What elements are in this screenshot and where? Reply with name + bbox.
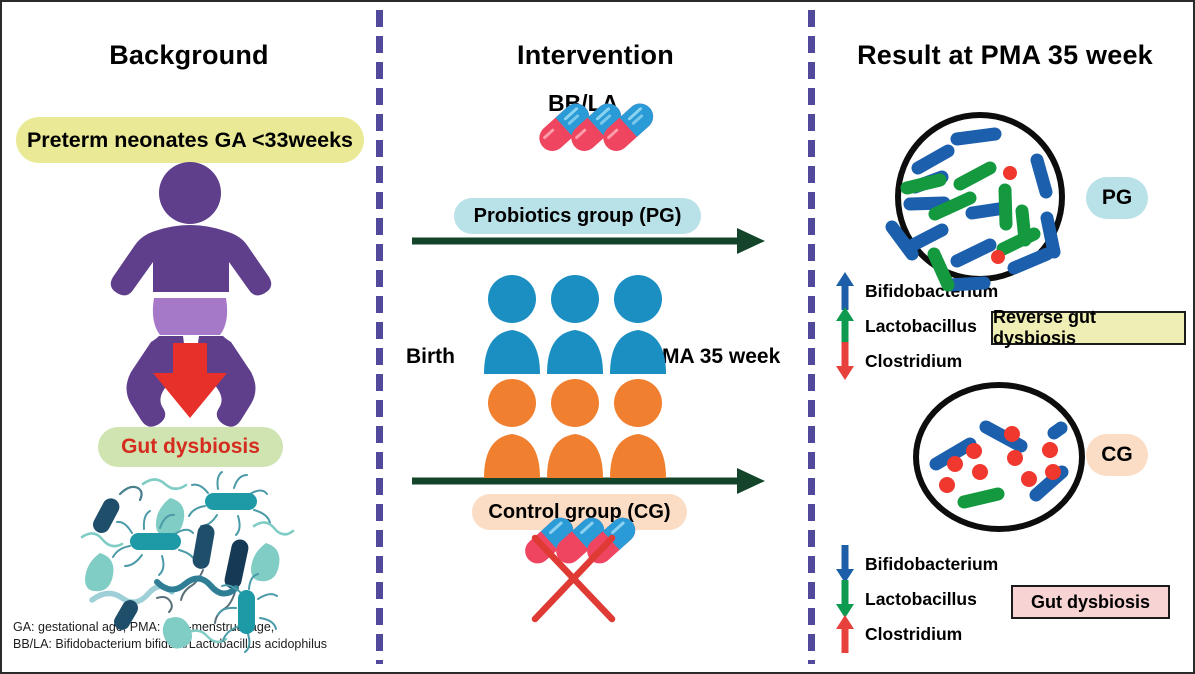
probiotics-group-pill: Probiotics group (PG) [454, 198, 701, 234]
legend-label: Bifidobacterium [865, 280, 999, 301]
pg-badge: PG [1086, 177, 1148, 219]
arrow-up-icon [835, 270, 855, 312]
legend-label: Lactobacillus [865, 588, 977, 609]
figure-footnote: GA: gestational age, PMA: post-menstrual… [13, 620, 328, 651]
arrow-up-icon [835, 613, 855, 655]
infant-icon [110, 162, 272, 427]
supplement-label: BB/LA [548, 90, 619, 116]
red-down-arrow-icon [153, 343, 227, 418]
population-pill: Preterm neonates GA <33weeks [16, 117, 364, 163]
panel-title-background: Background [109, 40, 269, 70]
people-group-icon-pg [484, 275, 666, 374]
people-group-icon-cg [484, 379, 666, 478]
control-group-pill: Control group (CG) [472, 494, 687, 530]
gut-microbiota-circle-pg [885, 112, 1065, 292]
arrow-up-icon [835, 305, 855, 347]
panel-title-result: Result at PMA 35 week [857, 40, 1153, 70]
panel-divider-left [376, 10, 383, 664]
cg-change-bifidobacterium: Bifidobacterium [835, 543, 998, 585]
legend-label: Bifidobacterium [865, 553, 999, 574]
gut-dysbiosis-pill: Gut dysbiosis [98, 427, 283, 467]
pg-conclusion-box: Reverse gut dysbiosis [991, 307, 1186, 348]
cg-change-lactobacillus: Lactobacillus [835, 578, 977, 620]
legend-label: Lactobacillus [865, 315, 977, 336]
timeline-end-label: PMA 35 week [648, 345, 781, 368]
cg-conclusion-box: Gut dysbiosis [1011, 585, 1170, 619]
legend-label: Clostridium [865, 350, 963, 371]
cg-change-clostridium: Clostridium [835, 613, 962, 655]
pg-change-clostridium: Clostridium [835, 340, 962, 382]
panel-divider-right [808, 10, 815, 664]
timeline-start-label: Birth [406, 345, 455, 368]
cg-badge: CG [1086, 434, 1148, 476]
pg-change-lactobacillus: Lactobacillus [835, 305, 977, 347]
arrow-down-icon [835, 340, 855, 382]
gut-microbiota-circle-cg [913, 382, 1085, 532]
legend-label: Clostridium [865, 623, 963, 644]
arrow-down-icon [835, 543, 855, 585]
panel-title-intervention: Intervention [517, 40, 674, 70]
timeline-arrow-icon-cg [412, 468, 765, 494]
arrow-down-icon [835, 578, 855, 620]
